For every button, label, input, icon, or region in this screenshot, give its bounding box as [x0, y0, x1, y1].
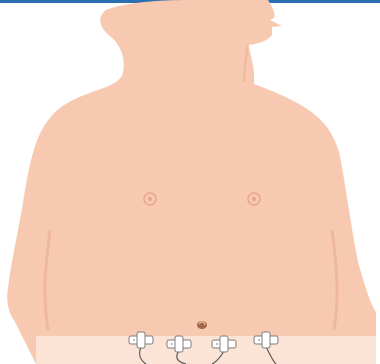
electrode-clip: [262, 332, 270, 348]
torso-body: [7, 0, 376, 364]
electrode-clip: [137, 332, 145, 348]
left-nipple-center: [148, 197, 152, 201]
electrode-clip: [175, 336, 183, 352]
right-nipple-center: [252, 197, 256, 201]
waist-highlight: [36, 336, 376, 364]
electrode-clip: [220, 336, 228, 352]
